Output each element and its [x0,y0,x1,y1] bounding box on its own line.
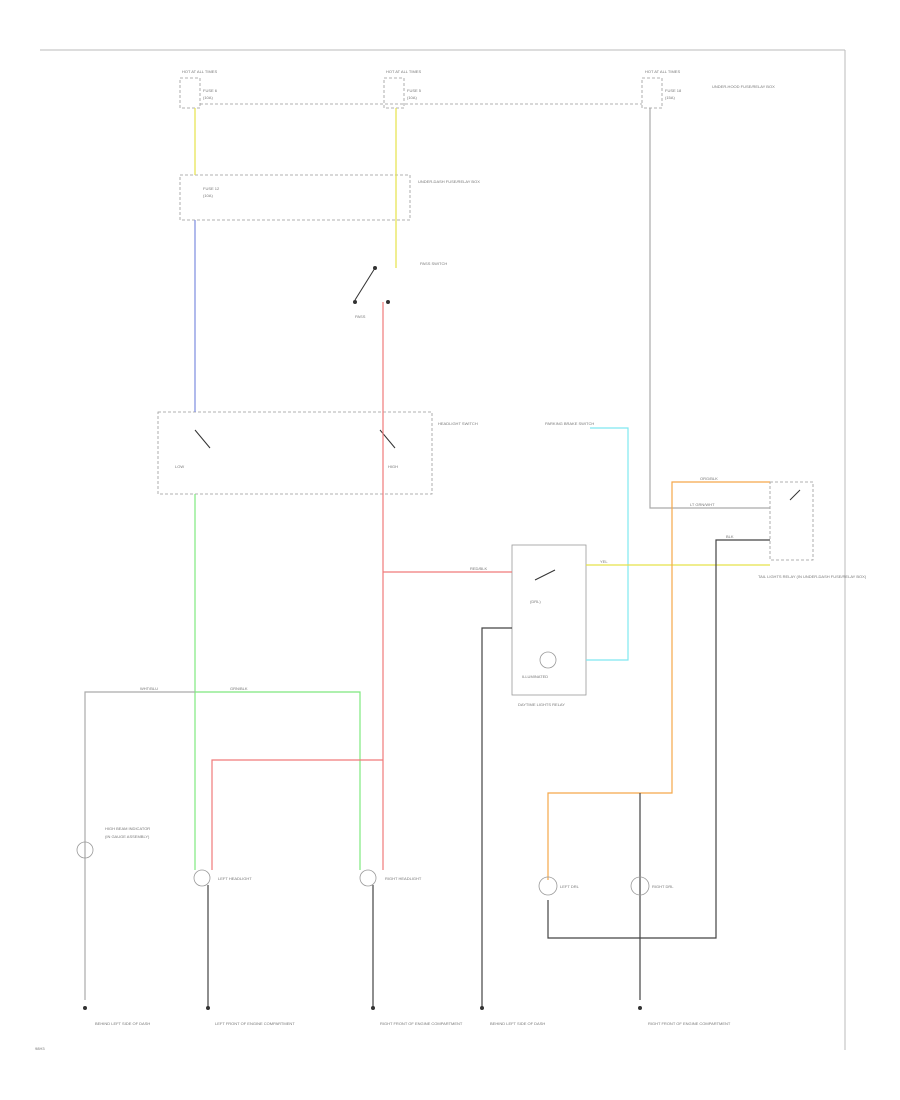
right-headlight-label: RIGHT HEADLIGHT [385,876,422,881]
fuse-box-1-rating: (10A) [203,95,213,100]
wire-green-horizontal [195,691,361,870]
fuse-box-3-fuse: FUSE 18 [665,88,682,93]
fuse-left-label: FUSE 12 [203,186,220,191]
ground-1: BEHIND LEFT SIDE OF DASH [83,1006,150,1026]
daytime-relay-illum: ILLUMINATED [522,674,548,679]
ground-1-label: BEHIND LEFT SIDE OF DASH [95,1021,150,1026]
wire-label-orange: ORG/BLK [700,476,718,481]
tail-lights-relay-label: TAIL LIGHTS RELAY (IN UNDER-DASH FUSE/RE… [758,574,867,579]
wire-label-red: RED/BLK [470,566,487,571]
pass-switch-pos: PASS [355,314,366,319]
ground-4: BEHIND LEFT SIDE OF DASH [480,1006,545,1026]
pass-switch: PASS PASS SWITCH [353,261,447,319]
diagram-frame [40,49,846,1050]
daytime-relay-label: DAYTIME LIGHTS RELAY [518,702,565,707]
tail-lights-relay: TAIL LIGHTS RELAY (IN UNDER-DASH FUSE/RE… [758,481,867,579]
fuse-box-1-fuse: FUSE 6 [203,88,218,93]
fuse-box-3-title: HOT AT ALL TIMES [645,69,680,74]
wire-black-drl [547,539,770,939]
wire-label-ltgrn: LT GRN/WHT [690,502,715,507]
wires [84,108,770,1008]
right-drl-label: RIGHT DRL [652,884,674,889]
wire-label-yellow: YEL [600,559,608,564]
parking-brake-label: PARKING BRAKE SWITCH [545,421,594,426]
wire-gray-indicator [84,691,195,1000]
wire-label-green: GRN/BLK [230,686,248,691]
ground-3: RIGHT FRONT OF ENGINE COMPARTMENT [371,1006,463,1026]
underdash-box-label: UNDER-DASH FUSE/RELAY BOX [418,179,480,184]
fuse-box-3-note: UNDER-HOOD FUSE/RELAY BOX [712,84,775,89]
high-beam-indicator: HIGH BEAM INDICATOR (IN GAUGE ASSEMBLY) [76,826,150,859]
hi-beam-label: HIGH BEAM INDICATOR [105,826,150,831]
left-headlight: LEFT HEADLIGHT [193,869,252,887]
fuse-box-2-title: HOT AT ALL TIMES [386,69,421,74]
daytime-relay-sub: (DRL) [530,599,541,604]
fuse-left-rating: (10A) [203,193,213,198]
ground-2-label: LEFT FRONT OF ENGINE COMPARTMENT [215,1021,295,1026]
daytime-relay: ILLUMINATED DAYTIME LIGHTS RELAY (DRL) [511,544,587,707]
diagram-code: 98H3 [35,1046,45,1051]
ground-5-label: RIGHT FRONT OF ENGINE COMPARTMENT [648,1021,731,1026]
pass-switch-label: PASS SWITCH [420,261,447,266]
underdash-fuse-box: FUSE 12 (10A) UNDER-DASH FUSE/RELAY BOX [179,174,480,221]
headlight-switch: HEADLIGHT SWITCH LOW HIGH [157,411,478,495]
left-drl: LEFT DRL [538,876,580,896]
wire-labels: WHT/BLU GRN/BLK RED/BLK YEL ORG/BLK LT G… [140,476,734,691]
ground-4-label: BEHIND LEFT SIDE OF DASH [490,1021,545,1026]
right-drl: RIGHT DRL [630,876,674,896]
hl-switch-low: LOW [175,464,184,469]
wire-label-gray: WHT/BLU [140,686,158,691]
wire-orange [547,481,770,880]
ground-2: LEFT FRONT OF ENGINE COMPARTMENT [206,1006,295,1026]
wire-cyan [586,427,629,661]
fuse-box-3: HOT AT ALL TIMES FUSE 18 (15A) UNDER-HOO… [641,69,775,109]
hl-switch-high: HIGH [388,464,398,469]
ground-3-label: RIGHT FRONT OF ENGINE COMPARTMENT [380,1021,463,1026]
fuse-box-1-title: HOT AT ALL TIMES [182,69,217,74]
fuse-box-1: HOT AT ALL TIMES FUSE 6 (10A) [179,69,218,109]
right-headlight: RIGHT HEADLIGHT [359,869,422,887]
wire-ground-3 [481,627,512,1008]
wire-red-horizontal [211,759,383,870]
wire-label-black: BLK [726,534,734,539]
headlight-switch-label: HEADLIGHT SWITCH [438,421,478,426]
fuse-box-2-rating: (10A) [407,95,417,100]
fuse-box-2-fuse: FUSE 5 [407,88,422,93]
left-drl-label: LEFT DRL [560,884,580,889]
wire-gray-right [649,108,770,509]
fuse-box-2: HOT AT ALL TIMES FUSE 5 (10A) [383,69,422,109]
hi-beam-assy: (IN GAUGE ASSEMBLY) [105,834,150,839]
left-headlight-label: LEFT HEADLIGHT [218,876,252,881]
fuse-box-3-rating: (15A) [665,95,675,100]
ground-5: RIGHT FRONT OF ENGINE COMPARTMENT [638,1006,731,1026]
